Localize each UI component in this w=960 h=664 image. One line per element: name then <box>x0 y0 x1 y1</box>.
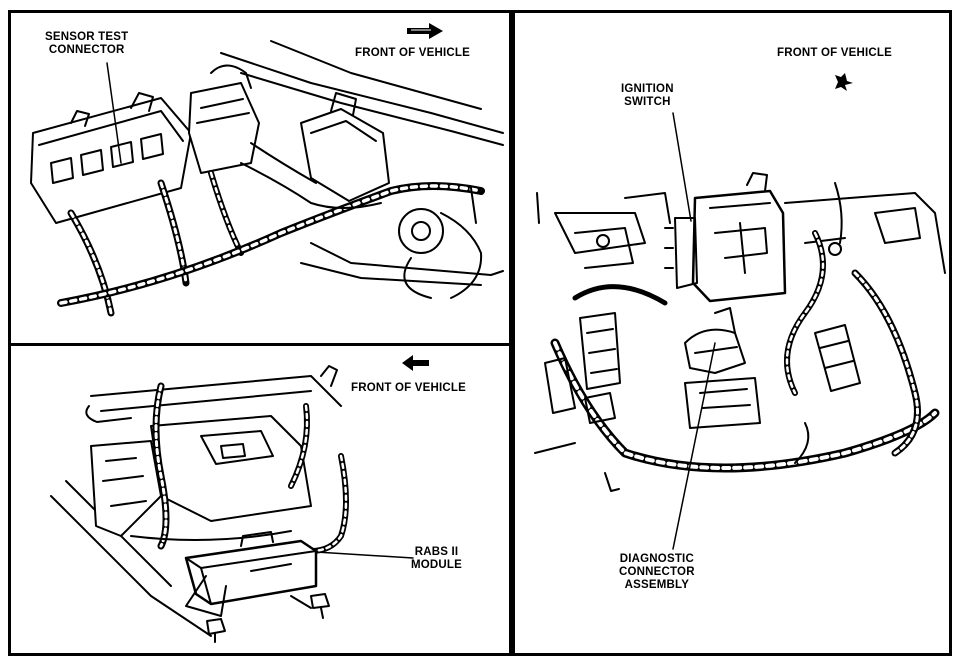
front-of-vehicle-label-right: FRONT OF VEHICLE <box>777 47 893 59</box>
arrow-down-right-icon <box>835 73 853 91</box>
module-label-line-1: RABS II <box>414 546 459 558</box>
sensor-test-connector-label: SENSOR TEST CONNECTOR <box>45 31 128 57</box>
ignition-switch-label: IGNITION SWITCH <box>621 83 674 109</box>
diagnostic-connector-label: DIAGNOSTIC CONNECTOR ASSEMBLY <box>619 553 695 592</box>
rabs-module-illustration <box>50 365 414 643</box>
rabs-module-label: RABS II MODULE <box>411 546 462 572</box>
panel-sensor-test-connector: SENSOR TEST CONNECTOR FRONT OF VEHICLE <box>8 10 512 346</box>
panel-ignition-diagnostic: FRONT OF VEHICLE IGNITION SWITCH DIAGNOS… <box>512 10 952 656</box>
diagnostic-label-line-1: DIAGNOSTIC <box>619 553 694 565</box>
engine-bay-illustration <box>30 40 504 317</box>
diagnostic-label-line-3: ASSEMBLY <box>624 579 690 591</box>
steering-column-illustration <box>534 112 946 550</box>
module-label-line-2: MODULE <box>411 559 463 571</box>
arrow-right-icon <box>407 23 443 39</box>
sensor-label-line-2: CONNECTOR <box>48 44 125 56</box>
sensor-label-line-1: SENSOR TEST <box>45 31 129 43</box>
diagnostic-label-line-2: CONNECTOR <box>619 566 695 578</box>
ignition-label-line-1: IGNITION <box>621 83 674 95</box>
front-of-vehicle-label-top-left: FRONT OF VEHICLE <box>355 47 471 59</box>
panel-rabs-module: FRONT OF VEHICLE RABS II MODULE <box>8 343 512 656</box>
front-of-vehicle-label-bottom-left: FRONT OF VEHICLE <box>351 382 467 394</box>
ignition-label-line-2: SWITCH <box>624 96 671 108</box>
arrow-left-icon <box>402 355 429 371</box>
